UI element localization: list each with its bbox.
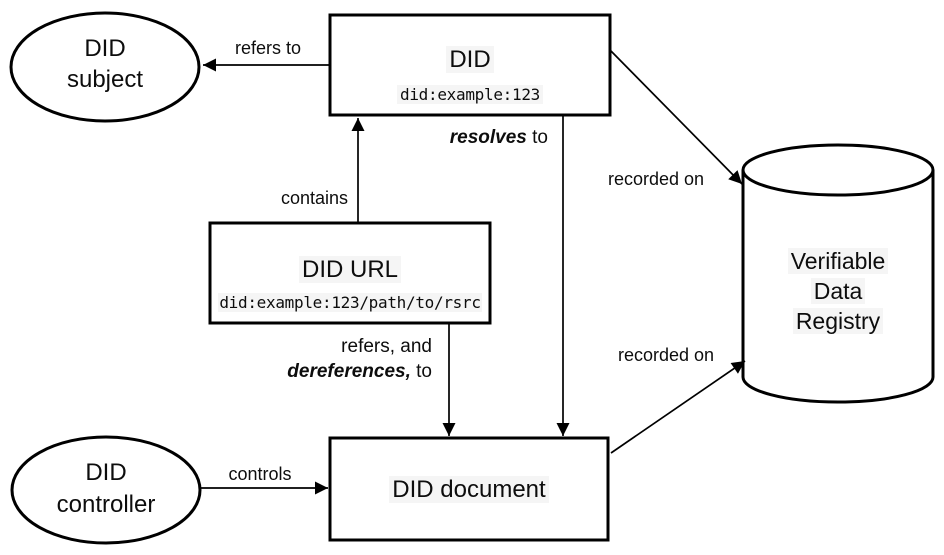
- did-controller-label-line1: DID: [85, 459, 127, 486]
- edge-label-dereferences-to: refers, and dereferences, to: [240, 334, 432, 384]
- edge-label-refers-to: refers to: [234, 38, 302, 58]
- edge-label-dereferences-line1: refers, and: [341, 336, 432, 357]
- did-controller-label: DID controller: [12, 457, 200, 521]
- did-code: did:example:123: [330, 85, 610, 104]
- edge-label-controls: controls: [228, 464, 292, 484]
- edge-label-dereferences-line2: dereferences, to: [287, 361, 432, 382]
- did-document-title: DID document: [330, 476, 608, 503]
- did-url-code: did:example:123/path/to/rsrc: [218, 293, 482, 312]
- did-controller-ellipse: [10, 435, 202, 545]
- did-subject-label-line2: subject: [66, 66, 144, 93]
- did-title: DID: [330, 46, 610, 73]
- did-controller-label-line2: controller: [56, 491, 156, 518]
- edge-recorded-on-top-arrow: [609, 49, 743, 185]
- edge-label-resolves-to: resolves to: [449, 127, 548, 148]
- edge-label-contains: contains: [280, 188, 348, 208]
- edge-label-recorded-on-bottom: recorded on: [617, 345, 715, 365]
- verifiable-data-registry-label: Verifiable Data Registry: [743, 246, 933, 336]
- registry-cylinder-top: [741, 143, 935, 197]
- did-subject-ellipse: [9, 11, 201, 123]
- registry-label-line1: Verifiable: [787, 248, 889, 274]
- did-subject-label-line1: DID: [84, 35, 126, 62]
- edge-label-recorded-on-top: recorded on: [607, 169, 705, 189]
- edge-recorded-on-bottom-arrow: [610, 360, 746, 454]
- registry-label-line2: Data: [810, 278, 866, 304]
- registry-label-line3: Registry: [792, 308, 884, 334]
- did-subject-label: DID subject: [10, 33, 200, 95]
- did-url-title: DID URL: [210, 256, 490, 283]
